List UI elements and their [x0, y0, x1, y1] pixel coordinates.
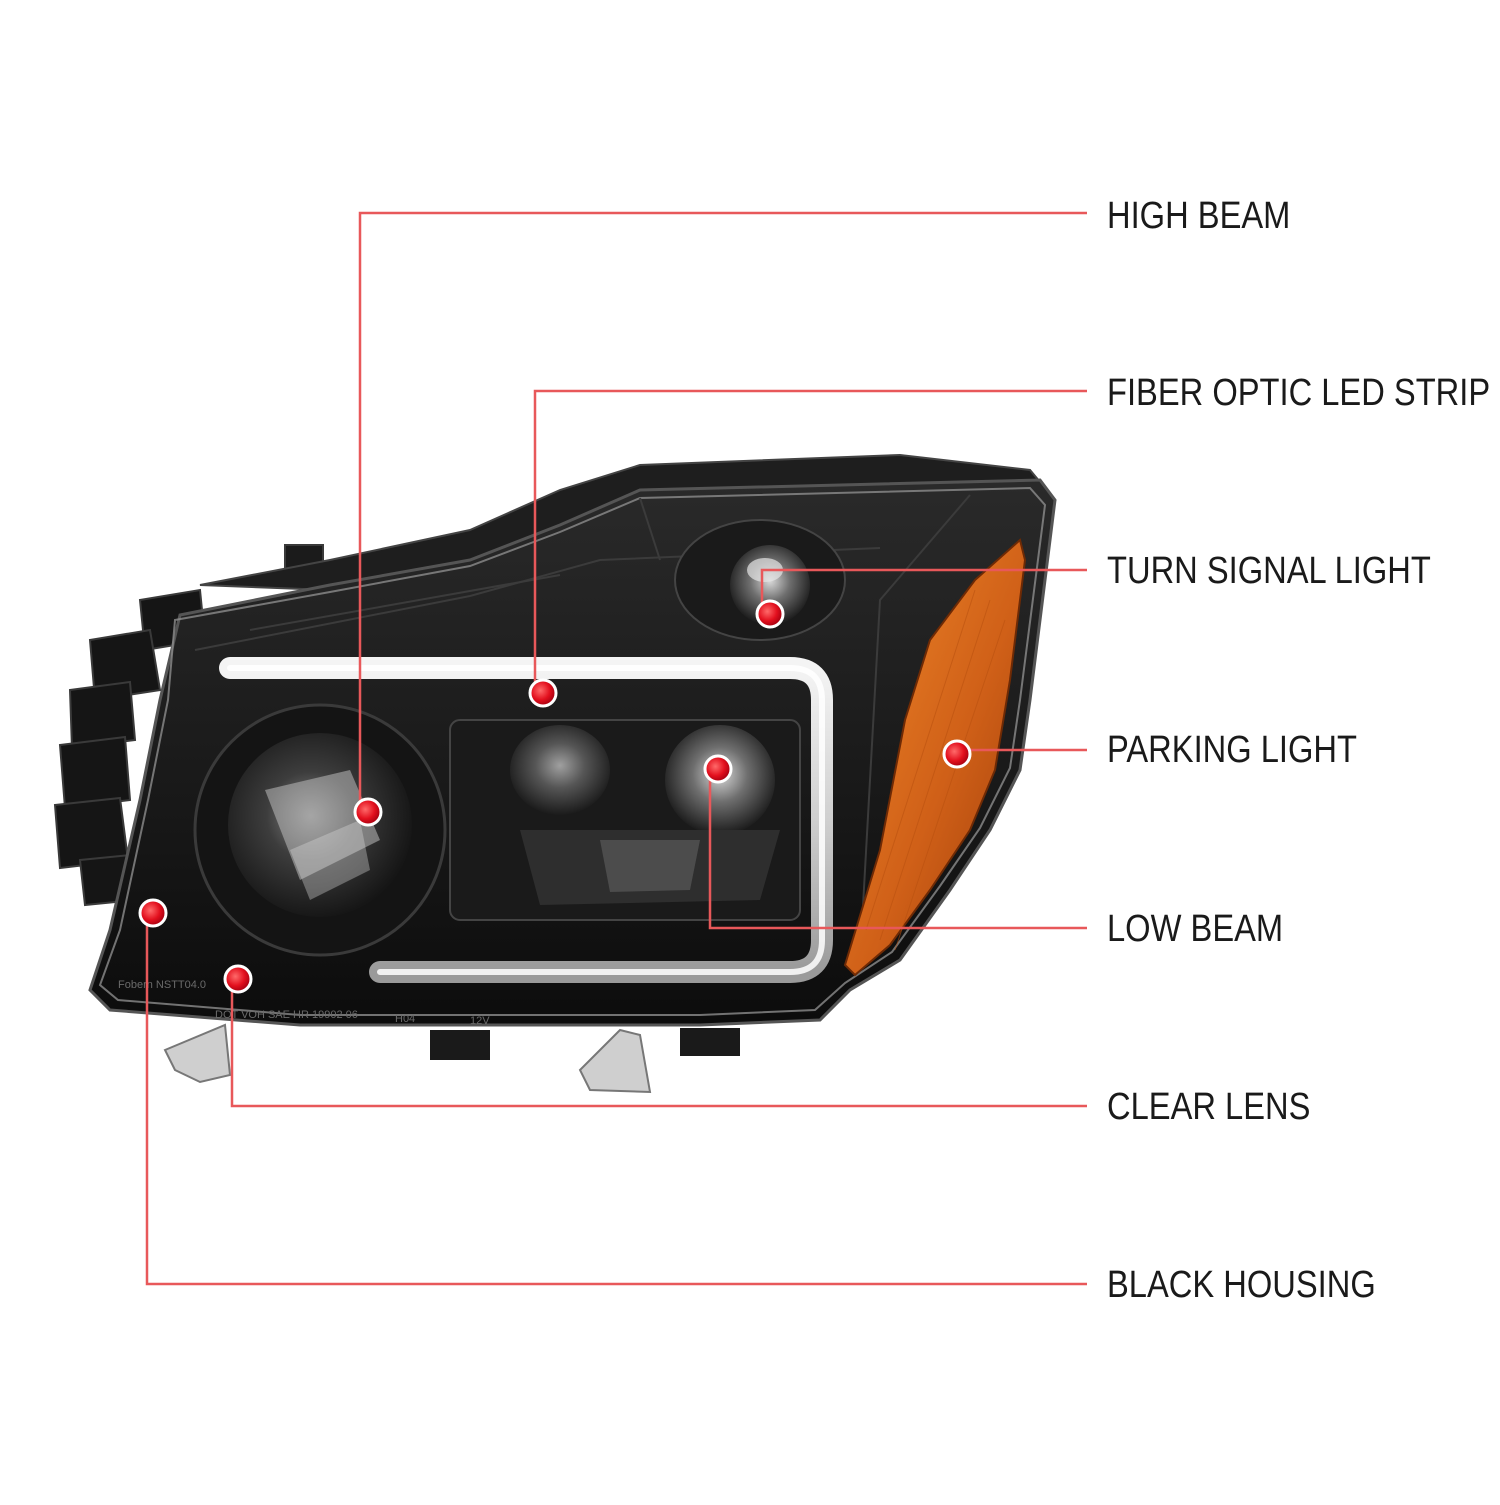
turn-signal-bulb: [674, 519, 846, 641]
lens-markings: Fobern NSTT04.0 DOT VOH SAE HR 19902 06 …: [118, 979, 490, 1027]
marker-clear-lens: [223, 964, 253, 994]
lens-voltage: 12V: [470, 1015, 490, 1027]
leader-line-clear-lens: [230, 975, 1087, 1108]
amber-texture: [865, 589, 1006, 951]
label-turn-signal-light: TURN SIGNAL LIGHT: [1107, 550, 1431, 592]
leader-line-high-beam: [358, 211, 1087, 812]
label-parking-light: PARKING LIGHT: [1107, 729, 1357, 771]
marker-low-beam: [703, 754, 733, 784]
leader-line-low-beam: [708, 769, 1087, 930]
marker-high-beam: [353, 797, 383, 827]
lens-bulb-code: H04: [395, 1013, 415, 1025]
bottom-tabs: [163, 1023, 652, 1094]
leader-line-turn-signal: [760, 568, 1087, 614]
label-low-beam: LOW BEAM: [1107, 908, 1284, 950]
label-clear-lens: CLEAR LENS: [1107, 1086, 1311, 1128]
marker-parking: [942, 739, 972, 769]
label-black-housing: BLACK HOUSING: [1107, 1264, 1376, 1306]
leader-line-fiber-optic: [533, 389, 1087, 693]
lens-part-number: Fobern NSTT04.0: [118, 979, 206, 991]
rear-connectors: [53, 544, 324, 907]
marker-black-housing: [138, 898, 168, 928]
marker-fiber-optic: [528, 678, 558, 708]
lens-codes: DOT VOH SAE HR 19902 06: [215, 1009, 358, 1021]
low-beam-reflector: [449, 719, 801, 921]
amber-parking-lens: [843, 538, 1027, 977]
high-beam-projector: [193, 703, 447, 957]
leader-lines: [145, 211, 1087, 1286]
clear-lens-outline: [98, 486, 1047, 1016]
bottom-clips: [430, 1028, 740, 1060]
marker-turn-signal: [755, 599, 785, 629]
leader-line-black-housing: [145, 913, 1087, 1286]
headlight-assembly: Fobern NSTT04.0 DOT VOH SAE HR 19902 06 …: [53, 453, 1057, 1094]
label-high-beam: HIGH BEAM: [1107, 195, 1291, 237]
markers: [138, 599, 972, 994]
label-fiber-optic-led-strip: FIBER OPTIC LED STRIP: [1107, 372, 1491, 414]
